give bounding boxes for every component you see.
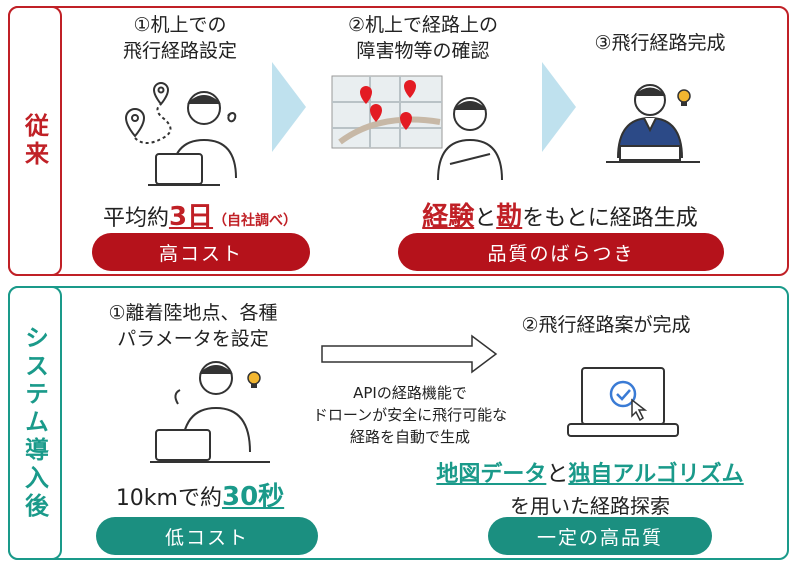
person-setting-illustration [150,361,270,463]
lightbulb-icon [677,89,691,106]
after-time-value: 30秒 [221,482,285,512]
after-section-label: システム導入後 [20,325,49,521]
before-cost-pill: 高コスト [92,233,310,271]
after-quality-pill: 一定の高品質 [488,517,712,555]
after-method-text: 地図データと独自アルゴリズム を用いた経路探索 [436,462,744,518]
before-step2-title: ②机上で経路上の 障害物等の確認 [347,14,499,62]
after-step2-title: ②飛行経路案が完成 [521,314,691,336]
after-step1-title: ①離着陸地点、各種 パラメータを設定 [108,302,278,350]
person-complete-illustration [606,84,700,163]
after-process-arrow [321,334,498,374]
person-planning-illustration [124,82,237,186]
laptop-check-illustration [567,367,679,437]
after-arrow-caption: APIの経路機能で ドローンが安全に飛行可能な 経路を自動で生成 [312,384,508,446]
before-time-value: 3日 [168,202,214,232]
before-step3-title: ③飛行経路完成 [594,32,726,54]
after-section-label-box: システム導入後 [8,286,62,560]
before-section-label-box: 従来 [8,6,62,276]
before-chevron-1 [272,62,306,152]
before-step1-title: ①机上での 飛行経路設定 [122,14,237,62]
cursor-icon [631,398,648,422]
after-time-text: 10kmで約30秒 [115,482,285,512]
map-pin-icon [124,82,172,144]
map-check-illustration [331,75,503,181]
after-cost-pill: 低コスト [96,517,318,555]
before-method-text: 経験と勘をもとに経路生成 [422,202,698,232]
map-pin-icon [360,80,416,130]
lightbulb-icon [247,371,261,388]
before-section-label: 従来 [20,113,49,169]
before-time-text: 平均約3日（自社調べ） [102,202,298,232]
before-chevron-2 [542,62,576,152]
check-icon [609,380,637,408]
before-quality-pill: 品質のばらつき [398,233,724,271]
